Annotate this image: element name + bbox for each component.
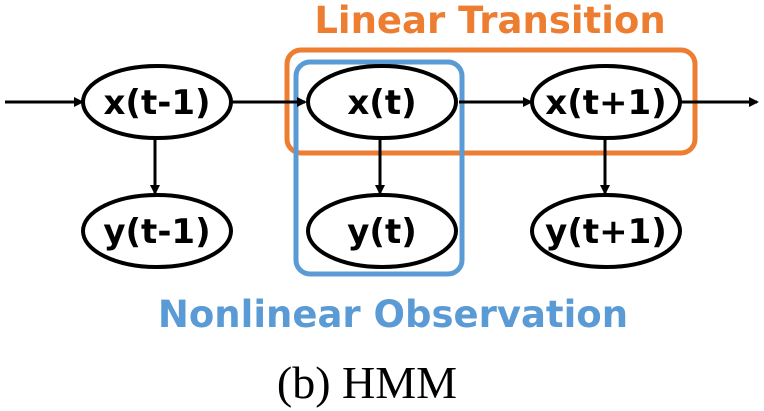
figure-caption: (b) HMM [277, 357, 457, 408]
nonlinear-observation-label: Nonlinear Observation [158, 293, 628, 336]
observation-node-y-t: y(t) [306, 193, 458, 269]
state-node-x-t-1: x(t-1) [81, 64, 233, 140]
observation-label: y(t) [347, 212, 417, 252]
state-node-x-t-plus-1: x(t+1) [530, 64, 682, 140]
nonlinear-observation-box [293, 59, 465, 277]
observation-node-y-t-1: y(t-1) [81, 193, 233, 269]
state-label: x(t-1) [103, 83, 210, 123]
observation-label: y(t-1) [103, 212, 210, 252]
observation-node-y-t-plus-1: y(t+1) [530, 193, 682, 269]
observation-label: y(t+1) [545, 212, 667, 252]
linear-transition-label: Linear Transition [314, 0, 665, 42]
state-label: x(t) [347, 83, 416, 123]
state-node-x-t: x(t) [306, 64, 458, 140]
state-label: x(t+1) [545, 83, 666, 123]
